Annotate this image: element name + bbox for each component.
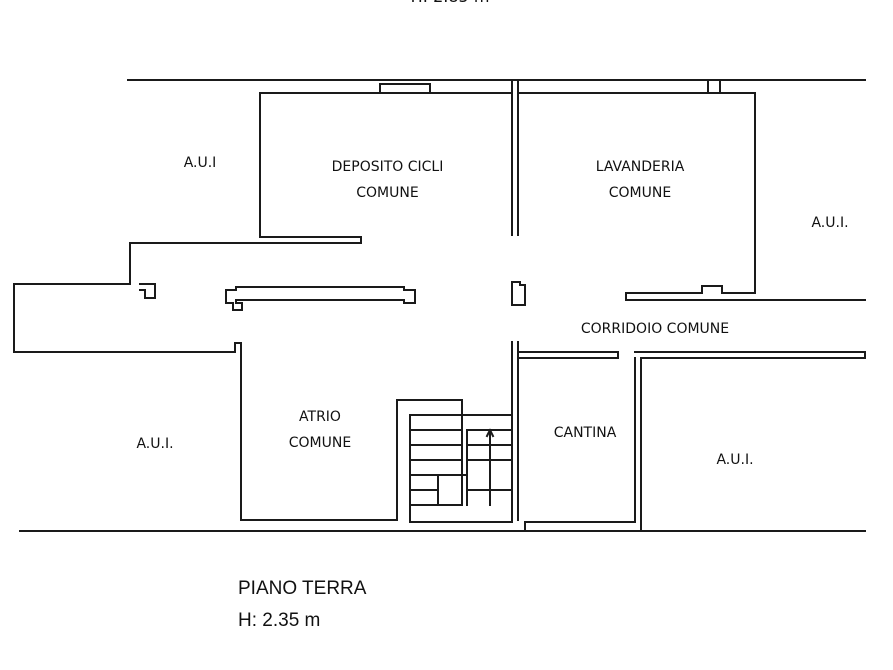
room-label-aui-right: A.U.I. (811, 215, 849, 231)
wall-left-annex (13, 242, 398, 521)
floor-name: PIANO TERRA (238, 578, 367, 599)
room-label-deposito: DEPOSITO CICLI COMUNE (300, 154, 475, 206)
room-label-aui-top-left: A.U.I (183, 155, 217, 171)
window-lavanderia (707, 79, 721, 94)
deposito-line2: COMUNE (356, 185, 419, 201)
wall-niche (139, 283, 156, 299)
room-label-lavanderia: LAVANDERIA COMUNE (570, 154, 710, 206)
corridor-beam (225, 286, 416, 311)
room-label-aui-bottom-left: A.U.I. (136, 436, 174, 452)
staircase (396, 399, 513, 523)
atrio-line2: COMUNE (288, 435, 352, 451)
wall-cantina-right (524, 357, 636, 531)
floor-height: H: 2.35 m (238, 610, 321, 631)
room-label-cantina: CANTINA (553, 425, 617, 441)
wall-deposito (259, 92, 381, 238)
window-deposito (379, 83, 431, 94)
room-label-atrio: ATRIO COMUNE (270, 404, 370, 456)
floor-height-header-cropped: H: 2.85 m (380, 0, 520, 10)
lavanderia-line2: COMUNE (608, 185, 672, 201)
atrio-line1: ATRIO (299, 409, 341, 425)
wall-corridor-right (640, 351, 866, 359)
deposito-line1: DEPOSITO CICLI (331, 159, 444, 175)
room-label-aui-bottom-right: A.U.I. (716, 452, 754, 468)
room-label-corridoio: CORRIDOIO COMUNE (580, 321, 730, 337)
wall-corridor-lower (519, 351, 619, 359)
lavanderia-line1: LAVANDERIA (595, 159, 685, 175)
column-center (511, 281, 526, 306)
